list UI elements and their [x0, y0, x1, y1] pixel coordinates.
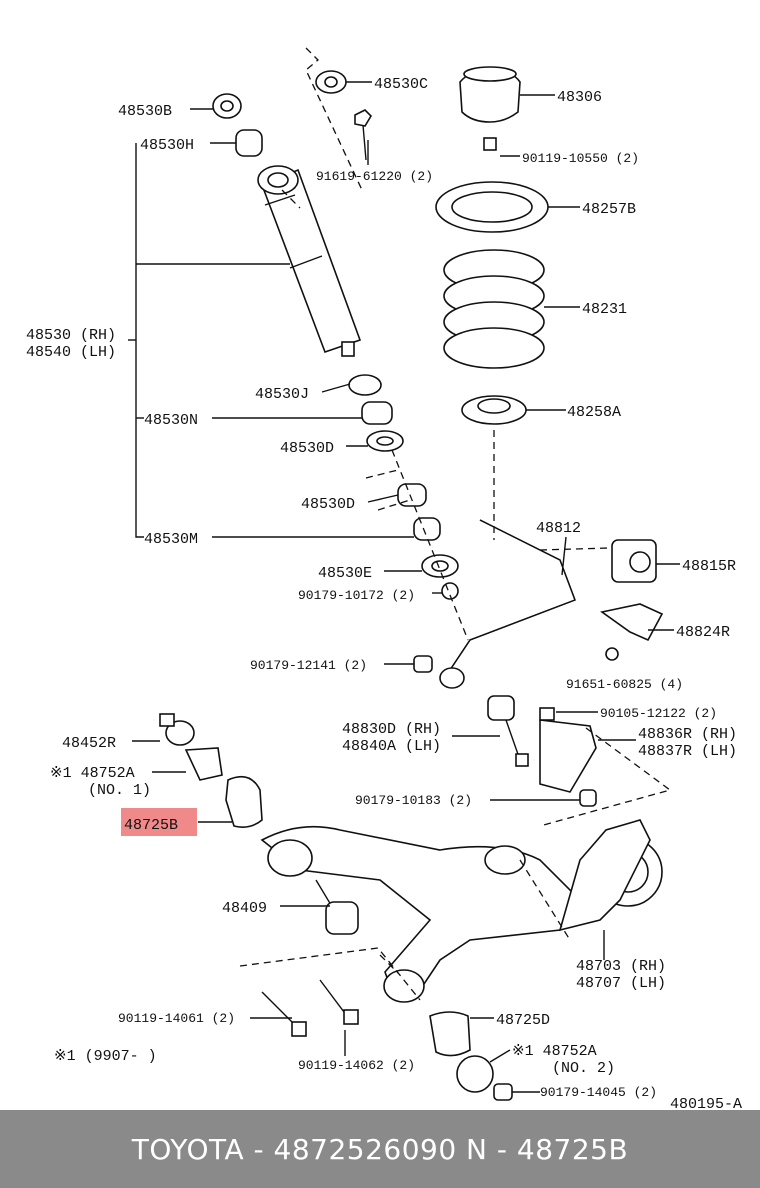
highlight-box [121, 808, 197, 836]
label-48837r-lh: 48837R (LH) [638, 743, 737, 760]
label-48231: 48231 [582, 301, 627, 318]
label-48824r: 48824R [676, 624, 730, 641]
footer-bar: TOYOTA - 4872526090 N - 48725B [0, 1110, 760, 1188]
label-48530n: 48530N [144, 412, 198, 429]
label-48752a-no2-sub: (NO. 2) [552, 1060, 615, 1077]
coil-spring-drawing [435, 66, 549, 540]
label-48815r: 48815R [682, 558, 736, 575]
label-48409: 48409 [222, 900, 267, 917]
label-48752a-no1-sub: (NO. 1) [88, 782, 151, 799]
label-90119-14061: 90119-14061 (2) [118, 1011, 235, 1026]
label-48830d-rh: 48830D (RH) [342, 721, 441, 738]
label-48840a-lh: 48840A (LH) [342, 738, 441, 755]
label-48752a-no2: ※1 48752A [512, 1043, 597, 1060]
part-labels: 48530C 48306 48530B 48530H 91619-61220 (… [26, 76, 742, 1110]
label-48836r-rh: 48836R (RH) [638, 726, 737, 743]
leader-lines [128, 81, 680, 1093]
parts-diagram: 48530C 48306 48530B 48530H 91619-61220 (… [26, 47, 742, 1110]
label-90179-10183: 90179-10183 (2) [355, 793, 472, 808]
label-48752a-no1: ※1 48752A [50, 765, 135, 782]
label-diagram-ref: 480195-A [670, 1096, 742, 1110]
label-48530c: 48530C [374, 76, 428, 93]
label-48703-rh: 48703 (RH) [576, 958, 666, 975]
label-48530h: 48530H [140, 137, 194, 154]
label-48530d-upper: 48530D [280, 440, 334, 457]
label-48530m: 48530M [144, 531, 198, 548]
label-91619-61220: 91619-61220 (2) [316, 169, 433, 184]
label-48452r: 48452R [62, 735, 116, 752]
label-48725d: 48725D [496, 1012, 550, 1029]
label-48530-rh: 48530 (RH) [26, 327, 116, 344]
label-90105-12122: 90105-12122 (2) [600, 706, 717, 721]
label-90179-12141: 90179-12141 (2) [250, 658, 367, 673]
label-90179-10172: 90179-10172 (2) [298, 588, 415, 603]
footer-part-number: TOYOTA - 4872526090 N - 48725B [131, 1132, 629, 1166]
shock-absorber-drawing [212, 47, 469, 641]
label-90119-10550: 90119-10550 (2) [522, 151, 639, 166]
label-91651-60825: 91651-60825 (4) [566, 677, 683, 692]
stabilizer-bar-drawing [413, 519, 672, 827]
label-90179-14045: 90179-14045 (2) [540, 1085, 657, 1100]
label-48530j: 48530J [255, 386, 309, 403]
label-48530d-lower: 48530D [301, 496, 355, 513]
label-48812: 48812 [536, 520, 581, 537]
label-48257b: 48257B [582, 201, 636, 218]
label-footnote: ※1 (9907- ) [54, 1048, 157, 1065]
label-48707-lh: 48707 (LH) [576, 975, 666, 992]
label-48725b: 48725B [124, 817, 178, 834]
label-48530e: 48530E [318, 565, 372, 582]
label-48306: 48306 [557, 89, 602, 106]
label-90119-14062: 90119-14062 (2) [298, 1058, 415, 1073]
label-48540-lh: 48540 (LH) [26, 344, 116, 361]
label-48530b: 48530B [118, 103, 172, 120]
label-48258a: 48258A [567, 404, 621, 421]
